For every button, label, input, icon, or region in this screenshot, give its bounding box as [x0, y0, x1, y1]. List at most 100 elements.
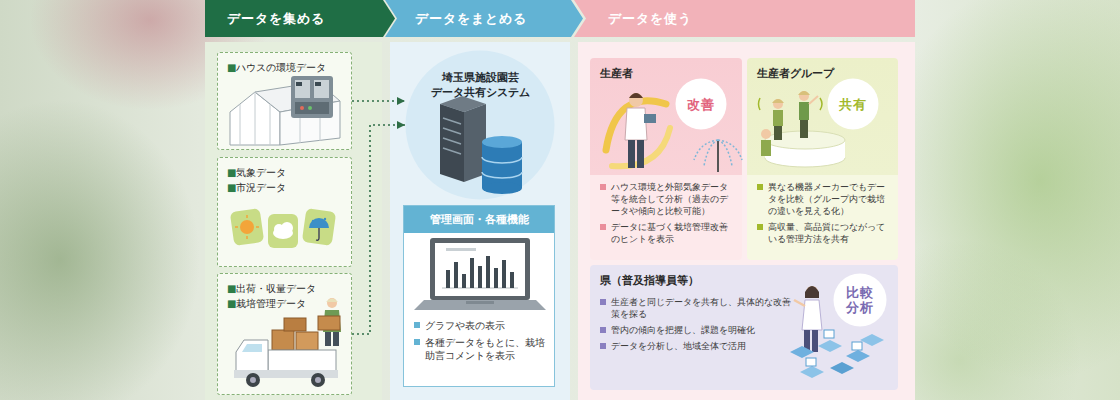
- producer-figure-part: [606, 101, 666, 150]
- bullet-text: 各種データをもとに、栽培助言コメントを表示: [414, 336, 546, 362]
- weather-icons-part: [274, 224, 284, 234]
- weather-icons-part: [324, 218, 326, 220]
- node-label: 比較 分析: [842, 285, 878, 315]
- laptop-part: [430, 238, 530, 300]
- data-tiles: [790, 330, 884, 378]
- advisor-figure-part: [805, 286, 819, 298]
- step-tab-outline: [205, 0, 395, 37]
- truck-part: [333, 332, 339, 346]
- advisor-figure-part: [806, 286, 818, 298]
- server-part-part: [443, 138, 461, 144]
- greenhouse-part: [270, 104, 271, 145]
- weather-icons-part: [316, 228, 319, 240]
- function-box: 管理画面・各種機能グラフや表の表示各種データをもとに、栽培助言コメントを表示: [403, 205, 555, 387]
- node-label: ■ハウスの環境データ: [227, 60, 342, 75]
- group-figures-part: [820, 98, 822, 110]
- producer-figure-part: [612, 128, 670, 166]
- laptop-part-part: [470, 258, 474, 288]
- truck-part: [272, 330, 294, 350]
- bullet-text: 異なる機器メーカーでもデータを比較（グループ内で栽培の違いを見える化）: [757, 181, 890, 217]
- laptop-part: [446, 248, 476, 251]
- keyword-circle: 共有: [827, 78, 879, 130]
- weather-icons-part: [302, 208, 336, 246]
- advisor-figure-part: [804, 330, 810, 352]
- sprinkler-part: [717, 140, 719, 172]
- data-tiles-part: [806, 358, 816, 366]
- node-label: 管理画面・各種機能: [404, 206, 554, 233]
- truck-part: [242, 344, 262, 352]
- truck-part: [326, 299, 338, 303]
- data-tiles-part: [846, 350, 870, 362]
- truck-part: [234, 370, 338, 378]
- producer-figure-part: [637, 140, 644, 168]
- weather-icons-part: [312, 220, 314, 222]
- group-figures-part: [774, 126, 782, 140]
- advisor-figure-part: [802, 300, 822, 330]
- bullet-text: 高収量、高品質につながっている管理方法を共有: [757, 221, 890, 245]
- weather-icons-part-part: [235, 226, 238, 228]
- producer-figure: [606, 93, 670, 168]
- server-part: [443, 118, 461, 154]
- laptop-part-part: [454, 262, 458, 288]
- node-text: ■市況データ: [227, 180, 342, 195]
- truck-part: [250, 377, 256, 383]
- greenhouse-part: [300, 108, 301, 143]
- laptop: [414, 238, 546, 310]
- group-figures-part: [761, 140, 771, 156]
- server-part: [482, 136, 522, 148]
- group-figures-part: [761, 129, 771, 139]
- node-label: ■出荷・収量データ: [227, 281, 342, 296]
- step-tab: データを使う: [574, 0, 915, 37]
- producer-figure-part: [644, 114, 656, 123]
- bullet-text: ハウス環境と外部気象データ等を統合して分析（過去のデータや傾向と比較可能）: [600, 181, 734, 217]
- system-circle: 埼玉県施設園芸 データ共有システム: [405, 50, 555, 200]
- group-figures-part: [799, 91, 809, 101]
- server-part: [440, 104, 464, 182]
- advisor-figure-part: [794, 300, 805, 306]
- step-tab: データを集める: [205, 0, 395, 37]
- node-label: データを使う: [574, 0, 915, 37]
- node-label: 生産者: [590, 66, 742, 81]
- producer-figure-part: [628, 140, 635, 168]
- sprinkler-part: [718, 140, 742, 160]
- bullet-text: グラフや表の表示: [414, 319, 546, 332]
- control-panel-photo-part: [296, 82, 302, 86]
- laptop-part: [466, 301, 494, 304]
- laptop-part-part: [478, 266, 482, 288]
- user-box: 生産者ハウス環境と外部気象データ等を統合して分析（過去のデータや傾向と比較可能）…: [590, 58, 742, 260]
- laptop-part-part: [510, 272, 514, 288]
- group-figures: [759, 91, 846, 167]
- control-panel-photo-part: [291, 76, 333, 118]
- control-panel-photo-part: [315, 82, 321, 86]
- weather-icons-part: [268, 214, 298, 248]
- greenhouse-part: [280, 101, 340, 145]
- data-box: ■出荷・収量データ■栽培管理データ: [217, 273, 352, 395]
- laptop-part: [414, 300, 546, 310]
- bullet-text: 生産者と同じデータを共有し、具体的な改善策を探る: [600, 296, 791, 320]
- bullet-text: 管内の傾向を把握し、課題を明確化: [600, 324, 791, 336]
- data-tiles-part: [852, 342, 862, 350]
- greenhouse: [230, 82, 340, 145]
- step-tab: データをまとめる: [385, 0, 583, 37]
- control-panel-photo-part: [314, 80, 329, 98]
- truck-part: [311, 373, 325, 387]
- advisor-figure-part: [812, 330, 818, 352]
- weather-icons-part-part: [246, 236, 248, 239]
- data-tiles-part: [830, 362, 854, 374]
- group-figures-part: [809, 96, 818, 104]
- laptop-part-part: [446, 270, 450, 288]
- data-tiles-part: [790, 346, 814, 358]
- truck: [234, 298, 341, 387]
- node-label: データをまとめる: [385, 0, 583, 37]
- server-part: [482, 142, 522, 188]
- node-label: 共有: [835, 97, 871, 112]
- laptop-part-part: [502, 260, 506, 288]
- truck-part: [315, 377, 321, 383]
- data-tiles-part: [860, 334, 884, 346]
- laptop-part: [435, 243, 525, 296]
- server-part-part: [443, 148, 461, 154]
- keyword-circle-outline: [828, 79, 879, 130]
- sprinkler: [694, 140, 742, 172]
